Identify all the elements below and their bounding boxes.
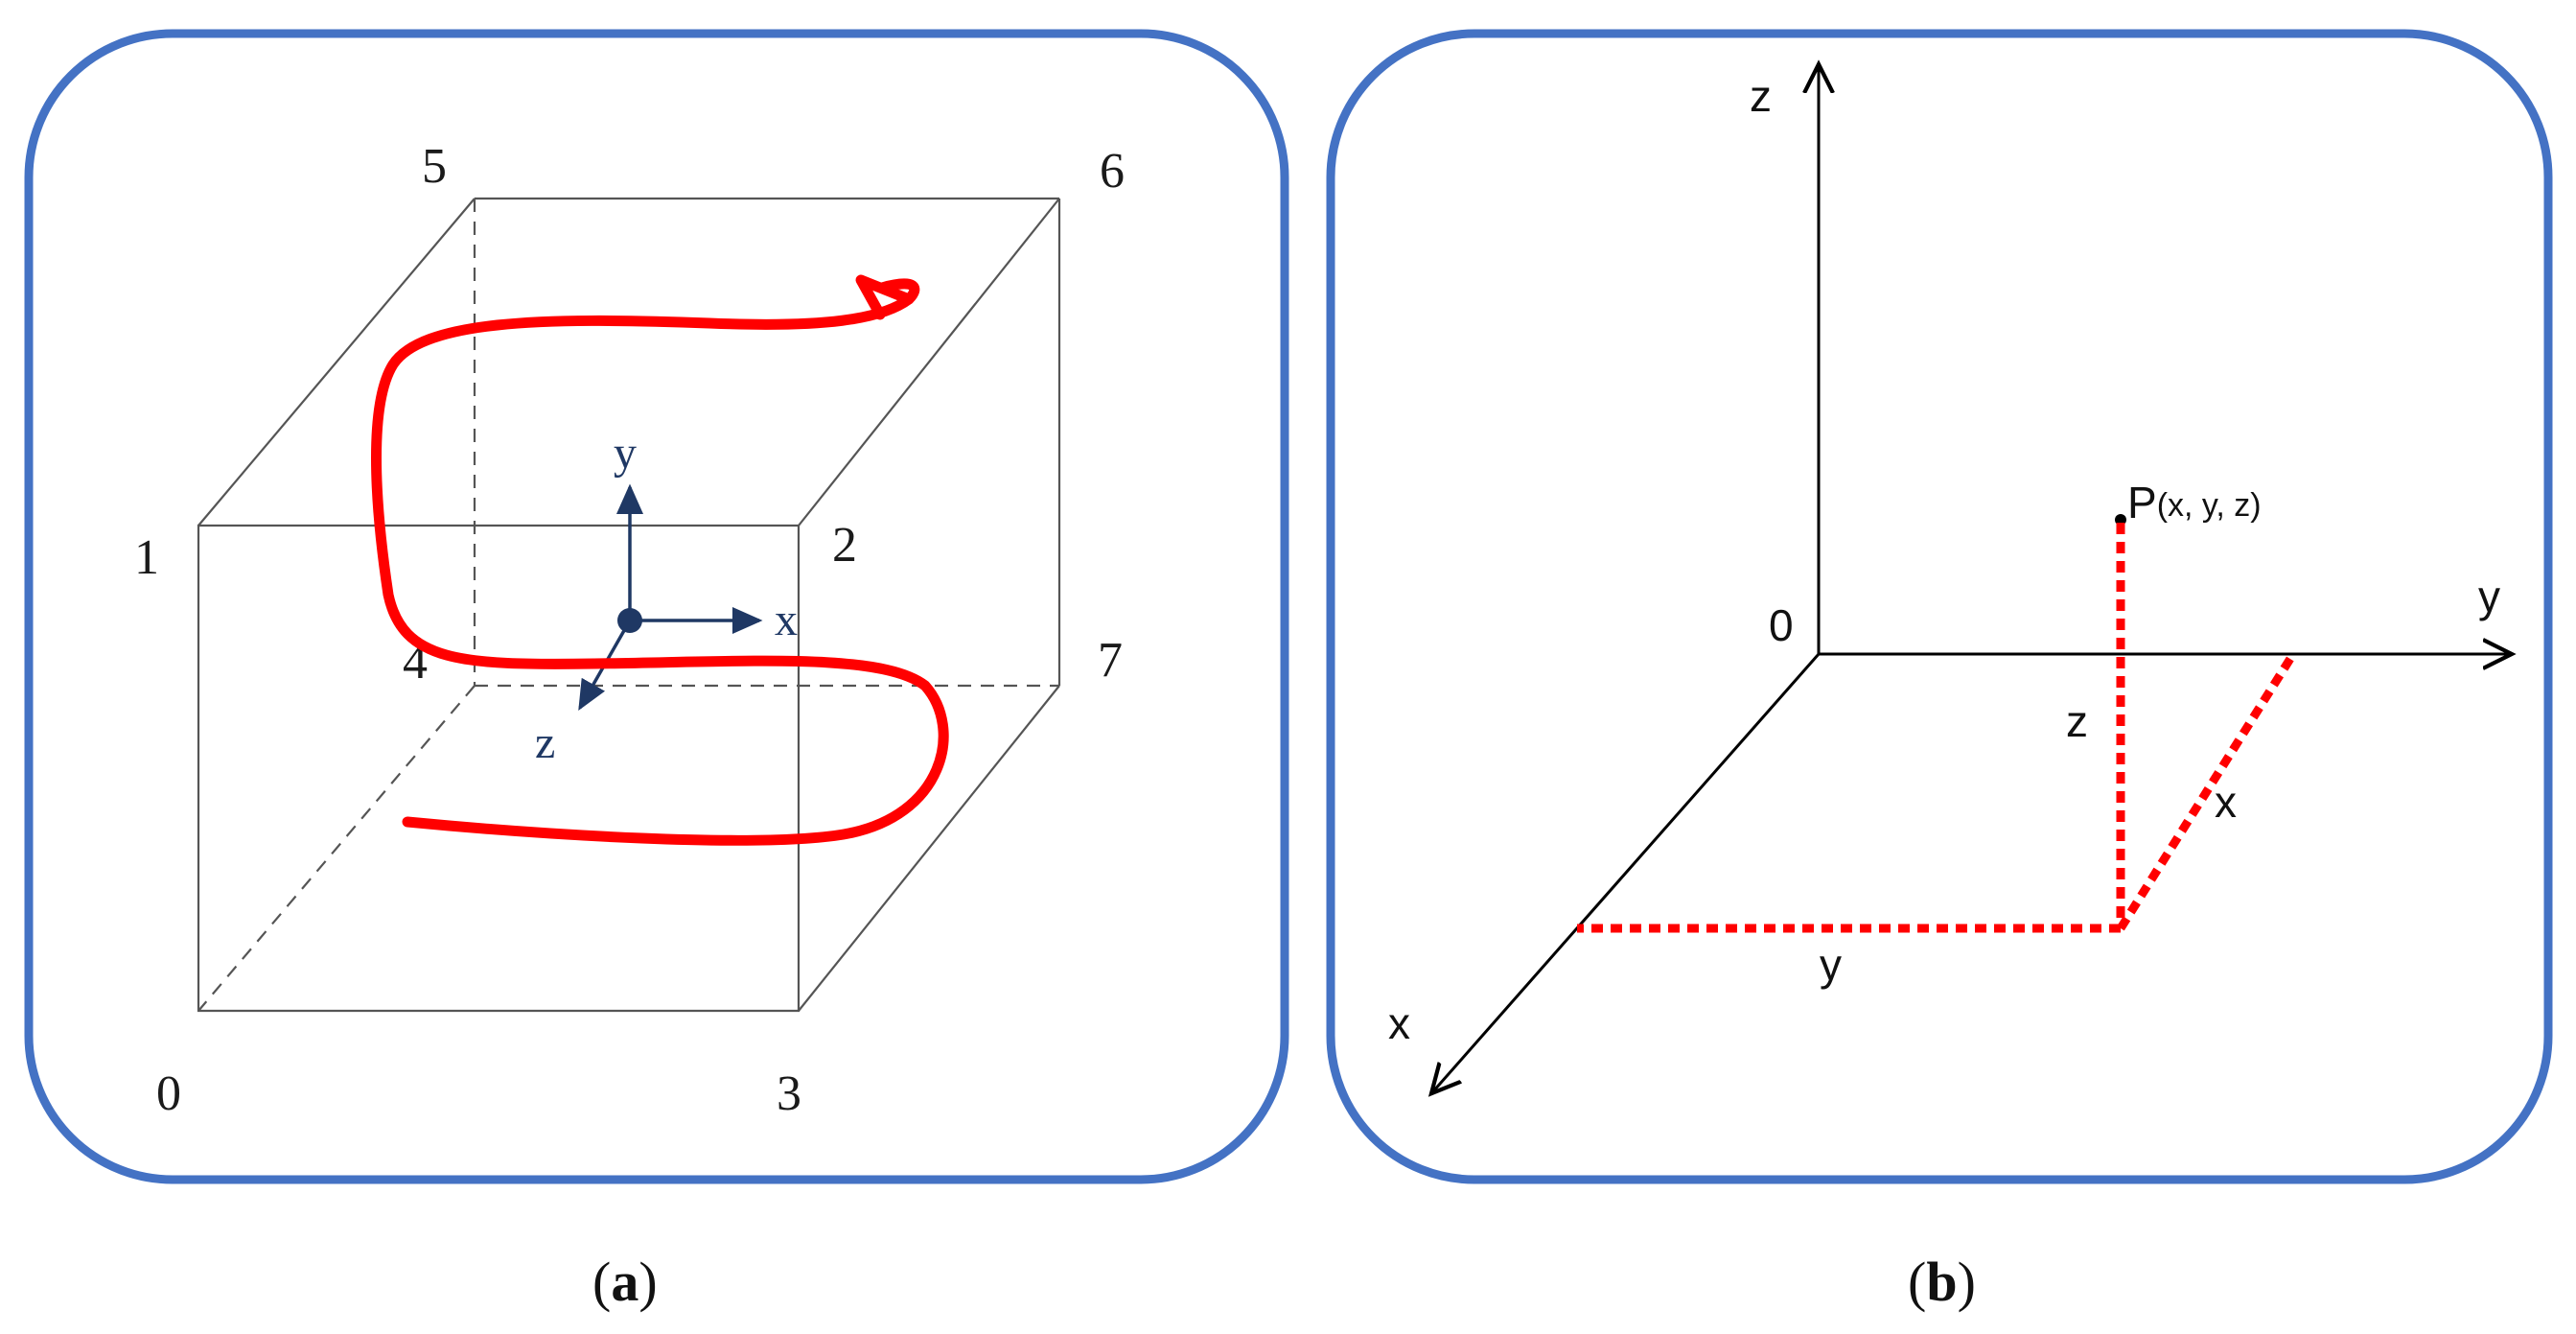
projection-x [2117,651,2297,931]
local-z-label: z [535,717,555,768]
vertex-label-2: 2 [832,518,857,573]
caption-a-letter: a [611,1251,638,1313]
panel-a: 0 1 2 3 4 5 6 7 y x z [24,29,1289,1184]
x-axis-label: x [1388,998,1410,1048]
point-p-coords: (x, y, z) [2157,487,2262,524]
vertex-label-5: 5 [422,139,447,194]
panel-a-frame [24,29,1289,1184]
caption-b-open: ( [1908,1251,1926,1313]
origin-label: 0 [1769,600,1794,650]
vertex-label-0: 0 [156,1066,181,1121]
y-axis-label: y [2478,572,2500,621]
caption-b-letter: b [1926,1251,1957,1313]
caption-b-close: ) [1958,1251,1976,1313]
caption-a-open: ( [592,1251,611,1313]
local-y-label: y [614,428,637,479]
cube-edge-3-7 [798,685,1060,1012]
cube-edge-2-6 [798,198,1060,527]
local-origin-dot [617,608,642,633]
caption-a-close: ) [638,1251,657,1313]
projection-y-label: y [1820,940,1842,990]
vertex-label-3: 3 [777,1066,801,1121]
caption-a: (a) [592,1251,658,1313]
vertex-label-6: 6 [1100,144,1125,199]
vertex-label-7: 7 [1098,633,1123,688]
cube-front-face [197,524,801,1013]
panel-b-frame [1326,29,2553,1184]
point-p-letter: P [2127,478,2157,527]
trajectory-path [371,278,949,846]
local-x-label: x [775,595,798,645]
local-axes: y x z [535,428,798,768]
panel-b: z y x 0 P(x, y, z) z x y [1326,29,2553,1184]
z-axis-label: z [1750,71,1772,121]
projection-z-label: z [2066,696,2088,746]
point-p-label: P(x, y, z) [2127,478,2262,527]
x-axis [1433,653,1821,1091]
cube-edge-1-5 [197,198,476,527]
caption-b: (b) [1908,1251,1976,1313]
vertex-label-1: 1 [134,530,159,585]
cube [197,197,1061,1013]
cube-hidden-edge-4-0 [197,685,476,1012]
trajectory-arrowhead [855,274,915,320]
projection-x-label: x [2215,777,2237,827]
